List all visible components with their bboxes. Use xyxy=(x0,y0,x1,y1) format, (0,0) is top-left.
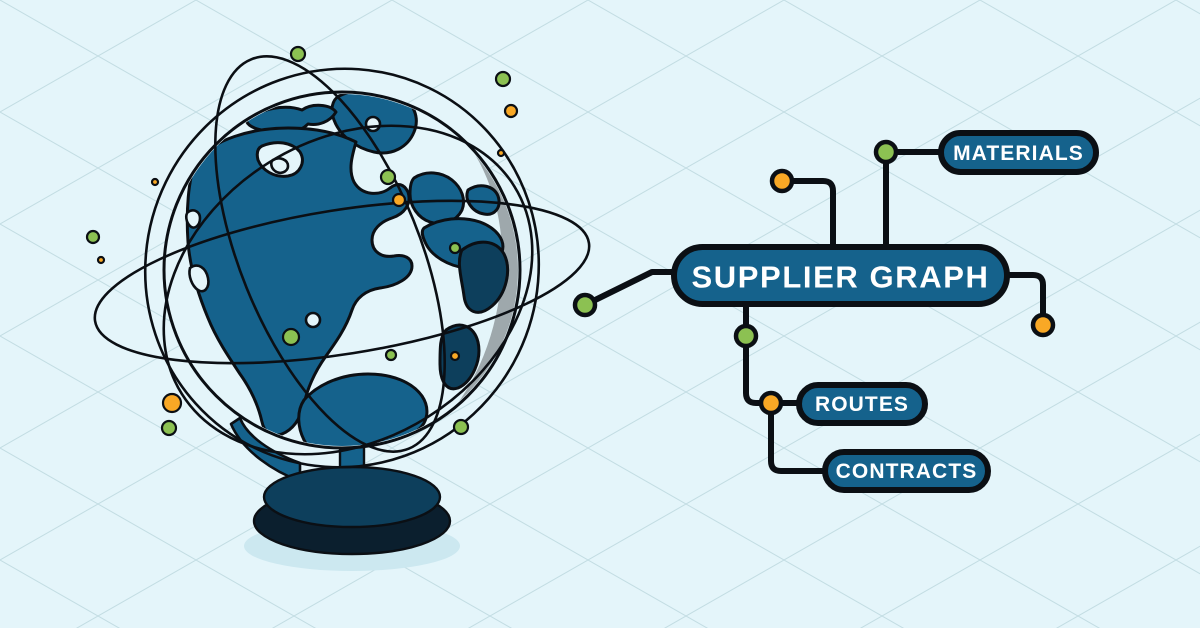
pill-contracts[interactable]: CONTRACTS xyxy=(822,449,991,493)
orbit-node-green-7 xyxy=(448,241,462,255)
dot-branch-orange xyxy=(758,390,784,416)
connector-right-orange xyxy=(1002,272,1046,325)
orbit-node-green-1 xyxy=(494,70,512,88)
graph-endpoint-group xyxy=(572,139,1056,416)
dot-right-orange xyxy=(1030,312,1056,338)
orbit-node-green-16 xyxy=(452,418,470,436)
pill-contracts-label: CONTRACTS xyxy=(836,460,978,483)
pill-materials-shape[interactable] xyxy=(938,130,1099,175)
orbit-ring-tilted-c xyxy=(162,124,534,456)
landmass-scandinavia xyxy=(465,184,501,216)
pill-contracts-shape[interactable] xyxy=(822,449,991,493)
pill-supplier-graph-shape[interactable] xyxy=(671,244,1010,307)
orbit-node-orange-2 xyxy=(503,103,519,119)
orbit-node-orange-3 xyxy=(496,148,506,158)
connector-globe-to-root xyxy=(582,269,679,308)
dot-materials-green xyxy=(873,139,899,165)
orbit-node-green-4 xyxy=(379,168,397,186)
dot-left-green xyxy=(572,292,598,318)
water-inlet-a xyxy=(269,157,290,175)
water-lake-dot-2 xyxy=(364,115,382,133)
connector-materials xyxy=(883,149,947,253)
water-lake-dot xyxy=(304,311,322,329)
orbit-node-orange-14 xyxy=(161,392,183,414)
orbit-node-green-0 xyxy=(289,45,307,63)
orbit-node-green-15 xyxy=(160,419,178,437)
orbit-ring-tilted-b xyxy=(214,55,446,453)
orbit-node-orange-5 xyxy=(391,192,407,208)
pill-materials[interactable]: MATERIALS xyxy=(938,130,1099,175)
pill-routes[interactable]: ROUTES xyxy=(796,382,928,426)
landmass-south-america xyxy=(297,372,429,446)
orbit-node-green-11 xyxy=(384,348,398,362)
pill-supplier-graph[interactable]: SUPPLIER GRAPH xyxy=(671,244,1010,307)
dot-top-orange xyxy=(769,168,795,194)
connector-bottom-trunk xyxy=(743,298,774,406)
graph-pill-group: SUPPLIER GRAPH MATERIALS ROUTES CONTRACT… xyxy=(671,130,1099,493)
orbit-node-orange-9 xyxy=(96,255,106,265)
orbit-ring-equatorial xyxy=(93,199,591,365)
landmass-north-america xyxy=(185,126,414,437)
landmass-africa-sliver xyxy=(457,240,509,314)
pill-supplier-graph-label: SUPPLIER GRAPH xyxy=(692,260,990,295)
orbit-node-orange-6 xyxy=(150,177,160,187)
connector-contracts xyxy=(768,400,831,474)
stand-base-top xyxy=(262,465,442,529)
water-inlet-b xyxy=(184,209,202,229)
orbit-node-green-10 xyxy=(281,327,301,347)
orbit-node-green-8 xyxy=(85,229,101,245)
connector-top-orange xyxy=(779,178,836,253)
water-inlet-c xyxy=(188,264,210,293)
pill-routes-shape[interactable] xyxy=(796,382,928,426)
orbit-node-orange-12 xyxy=(449,350,461,362)
globe-illustration xyxy=(85,45,592,571)
pill-materials-label: MATERIALS xyxy=(953,142,1084,165)
pill-routes-label: ROUTES xyxy=(815,393,909,416)
dot-branch-green xyxy=(733,323,759,349)
